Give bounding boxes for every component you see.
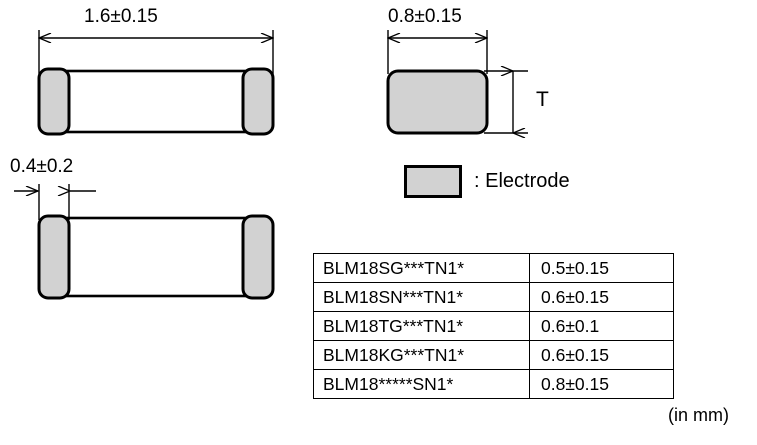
table-row: BLM18KG***TN1* 0.6±0.15 <box>313 340 674 370</box>
table-row: BLM18TG***TN1* 0.6±0.1 <box>313 311 674 341</box>
table-row: BLM18SN***TN1* 0.6±0.15 <box>313 282 674 312</box>
end-view-component <box>386 69 489 135</box>
unit-note: (in mm) <box>668 405 729 425</box>
cell-part-number: BLM18KG***TN1* <box>313 340 530 370</box>
dimension-thickness <box>484 71 528 133</box>
thickness-spec-table: BLM18SG***TN1* 0.5±0.15 BLM18SN***TN1* 0… <box>313 253 674 399</box>
electrode-right <box>241 67 275 136</box>
cell-part-number: BLM18TG***TN1* <box>313 311 530 341</box>
spec-table-body: BLM18SG***TN1* 0.5±0.15 BLM18SN***TN1* 0… <box>313 253 674 399</box>
end-view-body <box>386 69 489 135</box>
cell-thickness: 0.6±0.1 <box>529 311 674 341</box>
table-row: BLM18SG***TN1* 0.5±0.15 <box>313 253 674 283</box>
dimension-label-width: 0.8±0.15 <box>388 6 462 27</box>
cell-thickness: 0.6±0.15 <box>529 340 674 370</box>
cell-thickness: 0.6±0.15 <box>529 282 674 312</box>
cell-part-number: BLM18*****SN1* <box>313 369 530 399</box>
dimension-width <box>388 30 487 74</box>
cell-thickness: 0.8±0.15 <box>529 369 674 399</box>
electrode-right-bottom <box>241 214 275 300</box>
dimension-label-electrode-band: 0.4±0.2 <box>10 156 74 177</box>
cell-thickness: 0.5±0.15 <box>529 253 674 283</box>
legend-electrode-swatch <box>404 165 462 198</box>
dimension-label-thickness: T <box>536 88 549 111</box>
dimension-label-length: 1.6±0.15 <box>84 6 158 27</box>
dimension-length <box>39 30 273 74</box>
table-row: BLM18*****SN1* 0.8±0.15 <box>313 369 674 399</box>
cell-part-number: BLM18SG***TN1* <box>313 253 530 283</box>
top-view-component <box>37 67 275 136</box>
dimension-electrode-band <box>14 184 96 220</box>
bottom-view-component <box>37 214 275 300</box>
electrode-left-bottom <box>37 214 71 300</box>
electrode-left <box>37 67 71 136</box>
legend-electrode-label: : Electrode <box>474 170 570 192</box>
cell-part-number: BLM18SN***TN1* <box>313 282 530 312</box>
